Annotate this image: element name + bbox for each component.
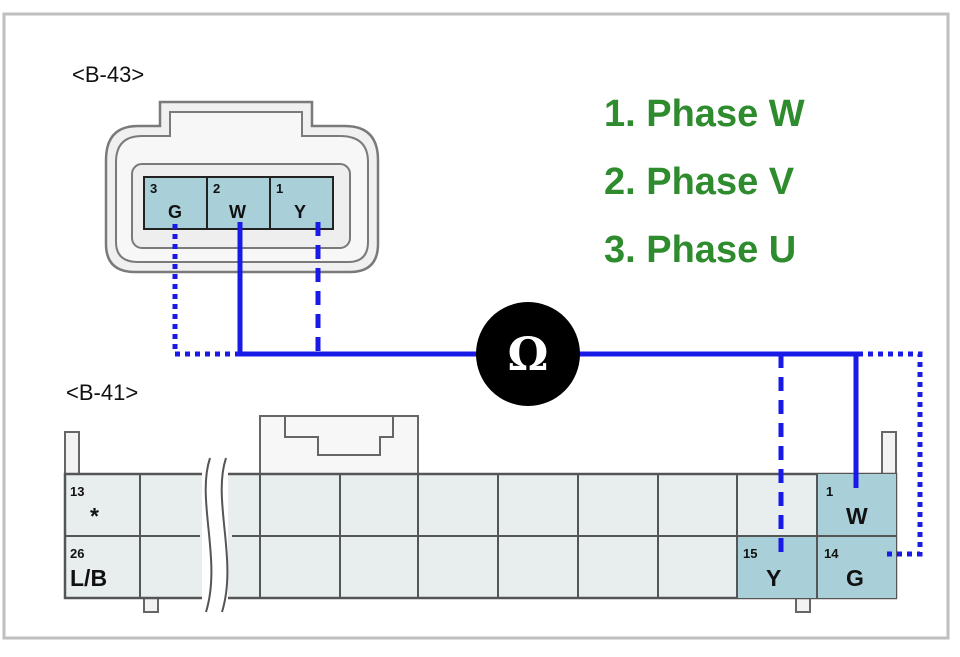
- b41-pin-15-color: Y: [766, 565, 781, 591]
- b41-pin-14: [817, 536, 896, 598]
- connector-b41-label: <B-41>: [66, 380, 138, 405]
- b43-pin-1-number: 1: [276, 181, 283, 196]
- wiring: [172, 222, 923, 557]
- ohmmeter-icon: Ω: [476, 302, 580, 406]
- connector-b41: 13 * 26 L/B 1 W 15 Y 14 G: [63, 415, 898, 613]
- b43-pin-3-number: 3: [150, 181, 157, 196]
- b41-pin-15: [737, 536, 817, 598]
- legend-item-phase-w: 1. Phase W: [604, 93, 805, 135]
- legend-item-phase-v: 2. Phase V: [604, 161, 795, 203]
- b41-pin-14-color: G: [846, 565, 864, 591]
- wire-b41-g: [858, 351, 923, 557]
- b43-pin-1-color: Y: [294, 202, 306, 222]
- b43-pin-1: [269, 176, 334, 230]
- connector-b43: 3 G 2 W 1 Y: [104, 100, 380, 274]
- b43-pin-3-color: G: [168, 202, 182, 222]
- b43-pin-2-color: W: [229, 202, 246, 222]
- b41-pin-14-number: 14: [824, 546, 839, 561]
- legend-item-phase-u: 3. Phase U: [604, 229, 796, 271]
- b41-pin-13-number: 13: [70, 484, 84, 499]
- b41-pin-26-number: 26: [70, 546, 84, 561]
- wire-b43-g: [172, 224, 238, 357]
- b41-pin-1-number: 1: [826, 484, 833, 499]
- connector-b43-label: <B-43>: [72, 62, 144, 87]
- ohm-symbol: Ω: [508, 327, 549, 381]
- b41-pin-1-color: W: [846, 503, 868, 529]
- b43-pin-2-number: 2: [213, 181, 220, 196]
- phase-legend: 1. Phase W 2. Phase V 3. Phase U: [604, 93, 805, 271]
- b41-pin-15-number: 15: [743, 546, 757, 561]
- diagram-frame: [2, 12, 950, 640]
- b41-pin-13-color: *: [90, 503, 99, 529]
- b41-pin-26-color: L/B: [70, 565, 107, 591]
